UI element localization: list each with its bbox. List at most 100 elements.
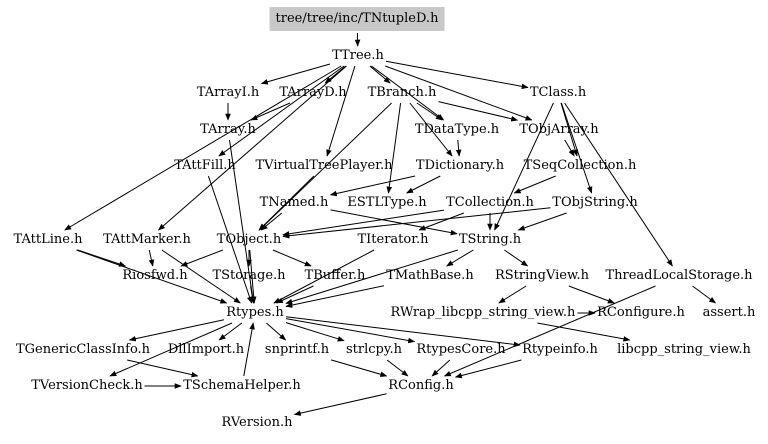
dependency-edge-n1-to-n3 [324,65,347,84]
header-node-rwrap-libcpp-string-view[interactable]: RWrap_libcpp_string_view.h [390,305,576,320]
dependency-edge-n24-to-n28 [275,285,314,304]
dependency-edge-n18-to-n28 [161,249,241,304]
dependency-edge-n16-to-n19 [282,207,551,239]
dependency-edge-n21-to-n28 [285,249,458,305]
header-node-tvirtualtreeplayer[interactable]: TVirtualTreePlayer.h [255,158,393,173]
dependency-edge-n1-to-n2 [260,63,331,85]
header-node-tattmarker[interactable]: TAttMarker.h [103,232,191,247]
header-node-tdictionary[interactable]: TDictionary.h [415,158,505,173]
header-node-tgenericclassinfo[interactable]: TGenericClassInfo.h [15,342,151,357]
header-node-tseqcollection[interactable]: TSeqCollection.h [523,158,637,173]
dependency-edge-n28-to-n33 [218,322,243,341]
dependency-edge-n40-to-n28 [243,322,255,377]
header-node-tnamed[interactable]: TNamed.h [259,195,329,210]
dependency-edge-n27-to-n41 [443,285,656,377]
dependency-edge-n28-to-n39 [109,322,233,377]
header-node-rtypes[interactable]: Rtypes.h [226,305,284,320]
header-node-rconfig[interactable]: RConfig.h [388,378,454,393]
dependency-edge-n19-to-n22 [180,249,224,267]
dependency-edge-n5-to-n21 [494,102,554,231]
header-node-threadlocalstorage[interactable]: ThreadLocalStorage.h [605,268,753,283]
dependency-edge-n15-to-n19 [282,209,445,237]
header-node-tmathbase[interactable]: TMathBase.h [386,268,474,283]
dependency-edge-n15-to-n20 [418,212,464,231]
header-node-tdatatype[interactable]: TDataType.h [414,122,500,137]
header-node-assert[interactable]: assert.h [702,305,756,320]
header-node-snprintf[interactable]: snprintf.h [264,342,330,357]
header-node-tclass[interactable]: TClass.h [529,85,587,100]
header-node-estltype[interactable]: ESTLType.h [347,195,427,210]
dependency-edge-n11-to-n13 [329,175,416,197]
header-node-tstorage[interactable]: TStorage.h [212,268,286,283]
dependency-edge-n28-to-n35 [285,322,345,342]
header-node-tattline[interactable]: TAttLine.h [13,232,83,247]
dependency-edge-n1-to-n4 [369,65,391,84]
header-node-rversion[interactable]: RVersion.h [221,415,293,430]
header-node-tversioncheck[interactable]: TVersionCheck.h [31,378,143,393]
dependency-edge-n8-to-n12 [564,139,575,157]
dependency-edge-n7-to-n11 [455,139,462,157]
header-node-titerator[interactable]: TIterator.h [357,232,429,247]
dependency-edge-n28-to-n37 [285,316,521,348]
dependency-edge-n1-to-n8 [385,65,533,121]
dependency-edge-n1-to-n7 [371,65,445,121]
dependency-edge-n4-to-n11 [409,102,453,157]
dependency-edge-n13-to-n21 [330,209,458,236]
dependency-edge-n35-to-n41 [386,359,409,377]
header-node-rstringview[interactable]: RStringView.h [494,268,590,283]
dependency-edge-n1-to-n9 [218,65,345,157]
root-header-node[interactable]: tree/tree/inc/TNtupleD.h [269,7,445,31]
dependency-edge-n6-to-n28 [229,139,256,304]
dependency-edge-n19-to-n24 [272,249,312,267]
header-node-ttree[interactable]: TTree.h [332,48,384,63]
header-node-tattfill[interactable]: TAttFill.h [174,158,236,173]
dependency-edge-n17-to-n22 [77,249,126,267]
dependency-edge-n41-to-n42 [293,393,387,416]
dependency-edge-n17-to-n28 [76,249,228,304]
dependency-edge-n28-to-n32 [128,319,225,342]
dependency-edge-n28-to-n36 [285,318,416,344]
header-node-strlcpy[interactable]: strlcpy.h [346,342,402,357]
dependency-edge-n1-to-n5 [385,60,529,90]
header-node-rconfigure[interactable]: RConfigure.h [597,305,685,320]
header-node-tcollection[interactable]: TCollection.h [446,195,534,210]
dependency-edge-n23-to-n28 [249,285,256,304]
header-node-riosfwd[interactable]: Riosfwd.h [122,268,188,283]
dependency-edge-n21-to-n25 [446,249,474,267]
header-node-tarrayi[interactable]: TArrayI.h [196,85,260,100]
header-node-tobject[interactable]: TObject.h [216,232,282,247]
dependency-edge-n4-to-n7 [416,102,443,121]
dependency-edge-n4-to-n14 [386,102,402,194]
header-node-tobjstring[interactable]: TObjString.h [552,195,638,210]
header-node-tarrayd[interactable]: TArrayD.h [279,85,347,100]
header-node-tschemahelper[interactable]: TSchemaHelper.h [183,378,301,393]
dependency-edge-n11-to-n14 [406,175,441,194]
dependency-edge-n1-to-n18 [157,65,347,231]
header-node-rtypeinfo[interactable]: Rtypeinfo.h [522,342,598,357]
dependency-edge-n5-to-n16 [560,102,593,194]
dependency-edge-n29-to-n38 [537,322,631,342]
dependency-edge-n26-to-n30 [568,285,615,304]
header-node-tstring[interactable]: TString.h [458,232,522,247]
header-node-rtypescore[interactable]: RtypesCore.h [416,342,506,357]
dependency-edge-n36-to-n41 [431,359,451,377]
dependency-edge-n18-to-n22 [148,249,155,267]
dependency-edge-n4-to-n19 [258,102,392,231]
header-node-tarray[interactable]: TArray.h [200,122,256,137]
dependency-edge-n12-to-n15 [513,175,556,194]
dependency-edge-n20-to-n28 [273,249,375,304]
header-node-tobjarray[interactable]: TObjArray.h [519,122,599,137]
dependency-edge-n9-to-n28 [207,175,253,304]
dependency-edge-n3-to-n6 [250,102,291,121]
header-node-tbranch[interactable]: TBranch.h [367,85,437,100]
dependency-edge-n16-to-n21 [517,212,567,231]
header-node-dllimport[interactable]: DllImport.h [167,342,245,357]
dependency-edge-n37-to-n41 [454,359,522,379]
dependency-edge-n25-to-n28 [285,285,385,308]
dependency-edge-n1-to-n17 [64,65,342,231]
dependency-edge-n34-to-n41 [330,359,388,377]
header-node-libcpp-string-view[interactable]: libcpp_string_view.h [617,342,751,357]
header-node-tbuffer[interactable]: TBuffer.h [304,268,366,283]
dependency-edge-n28-to-n34 [266,322,287,341]
